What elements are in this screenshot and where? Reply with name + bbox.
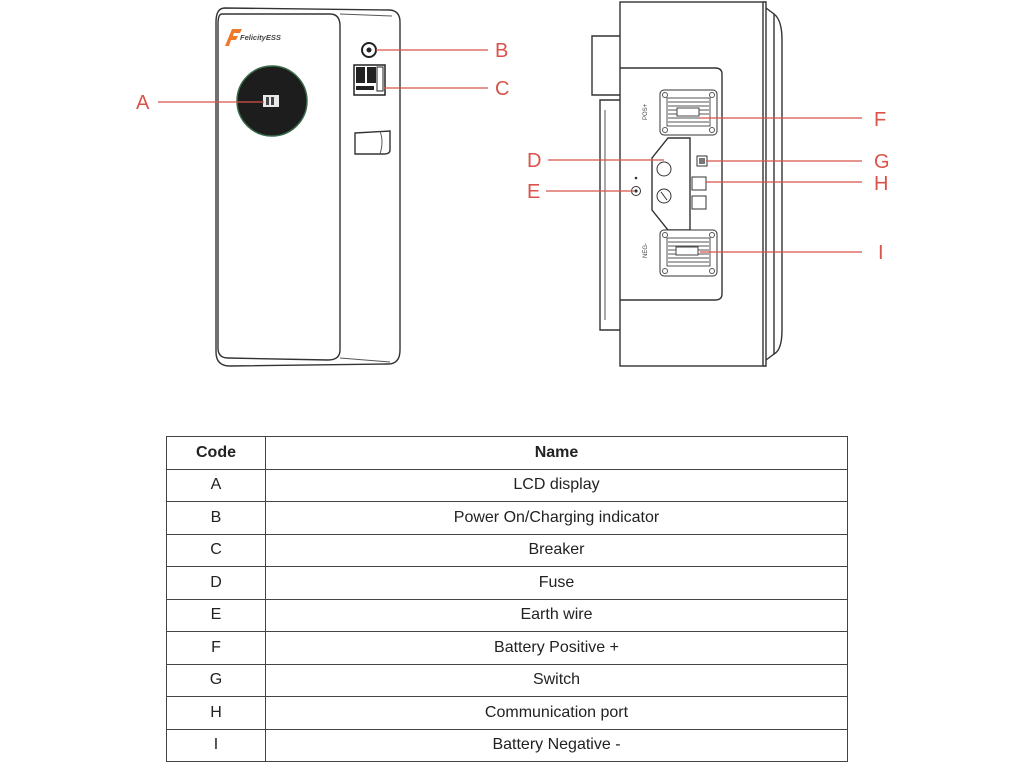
row-name: Battery Positive + (265, 631, 848, 665)
row-code: I (166, 728, 266, 762)
callout-H: H (874, 173, 888, 195)
comm-port-2 (691, 195, 707, 210)
callout-I: I (878, 242, 884, 264)
row-name: Power On/Charging indicator (265, 501, 848, 535)
callout-C: C (495, 78, 509, 100)
row-code: H (166, 696, 266, 730)
row-code: E (166, 598, 266, 632)
row-name: Switch (265, 663, 848, 697)
callout-D: D (527, 150, 541, 172)
row-name: Fuse (265, 566, 848, 600)
product-diagram: FelicityESS A B C (136, 1, 890, 367)
row-name: Communication port (265, 696, 848, 730)
negative-terminal-label: NEG- (643, 243, 649, 258)
positive-terminal-label: POS+ (643, 103, 649, 120)
row-code: A (166, 468, 266, 502)
brand-logo: FelicityESS (225, 29, 281, 46)
brand-logo-text: FelicityESS (240, 33, 281, 42)
row-name: LCD display (265, 468, 848, 502)
row-code: G (166, 663, 266, 697)
row-name: Breaker (265, 533, 848, 567)
negative-terminal: NEG- (643, 229, 718, 277)
breaker (353, 64, 386, 96)
front-view: FelicityESS (215, 7, 401, 367)
header-code: Code (166, 436, 266, 470)
row-name: Earth wire (265, 598, 848, 632)
callout-F: F (874, 109, 886, 131)
row-code: C (166, 533, 266, 567)
header-name: Name (265, 436, 848, 470)
row-code: B (166, 501, 266, 535)
table-header-row: Code Name (166, 436, 848, 470)
row-name: Battery Negative - (265, 728, 848, 762)
callout-B: B (495, 40, 508, 62)
callout-E: E (527, 181, 540, 203)
comm-port-1 (691, 176, 707, 191)
side-view: POS+ NEG- (591, 1, 783, 367)
row-code: F (166, 631, 266, 665)
carry-handle (354, 130, 391, 155)
fuse (656, 161, 672, 177)
callout-A: A (136, 92, 150, 114)
callout-G: G (874, 151, 890, 173)
row-code: D (166, 566, 266, 600)
positive-terminal: POS+ (643, 89, 718, 136)
